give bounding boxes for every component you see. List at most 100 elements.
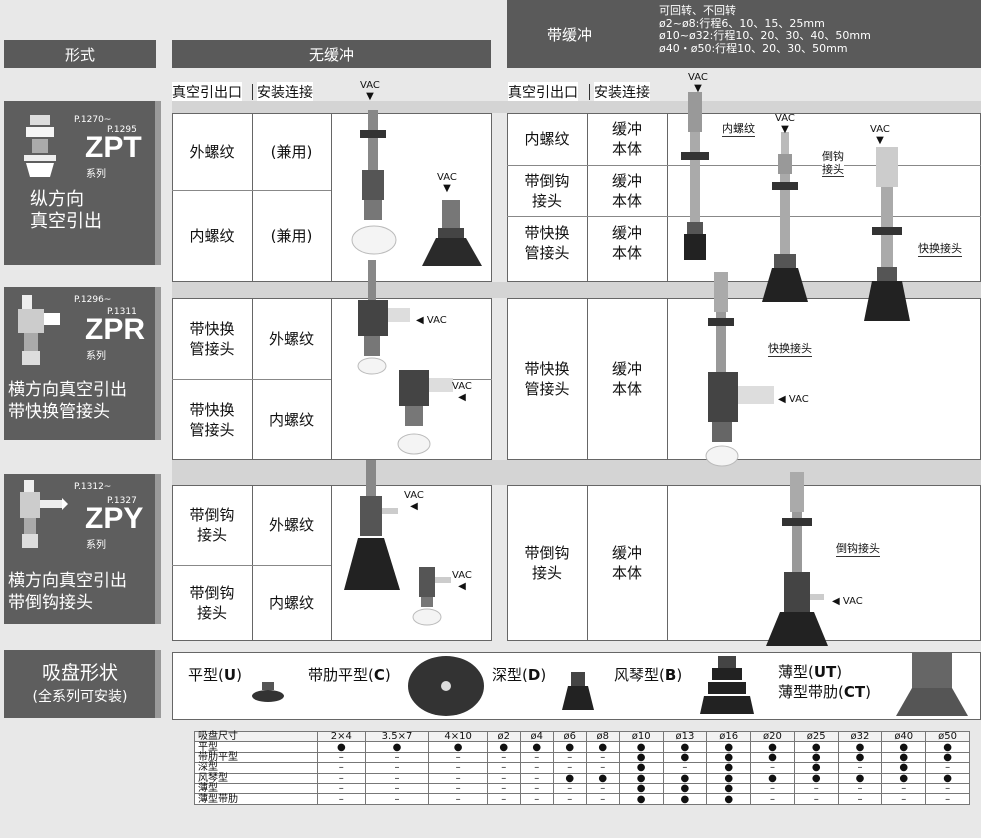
zpt-suffix: 系列 [86,169,106,180]
availability-dash: – [585,762,620,774]
buffer-note-line: 可回转、不回转 [659,4,736,17]
availability-dash: – [837,793,883,805]
availability-dash: – [925,762,970,774]
availability-dot: ● [618,782,664,795]
availability-dash: – [428,772,488,784]
pad-type-code: CT [843,683,866,701]
zpy-nb-port-0: 带倒钩 接头 [189,506,235,544]
vac-label: VAC▼ [870,124,890,146]
availability-dash: – [428,762,488,774]
vac-label: VAC▼ [688,72,708,94]
zpt-b-port-0: 内螺纹 [524,130,570,148]
table-row-label: 风琴型 [194,772,318,784]
zpt-nb-port-1: 内螺纹 [189,227,235,245]
zpy-nb-mount-1: 内螺纹 [268,594,314,612]
availability-dash: – [519,762,554,774]
availability-dash: – [486,772,521,784]
availability-dot: ● [552,741,587,753]
availability-dot: ● [793,741,839,753]
pad-type-code: U [223,666,237,684]
availability-dot: ● [837,751,883,764]
availability-dot: ● [925,772,970,784]
table-header-cell: ø50 [925,730,970,743]
table-row-label: 薄型 [194,782,318,795]
pad-type-thin: 薄型(UT) 薄型带肋(CT) [778,662,871,702]
availability-dash: – [881,782,927,795]
availability-dash: – [750,793,795,805]
series-zpt[interactable]: P.1270~ P.1295 ZPT 系列 纵方向 真空引出 [4,101,156,265]
availability-dash: – [925,782,970,795]
buffer-note-line: ø10~ø32:行程10、20、30、40、50mm [659,29,871,42]
subheader-vacuum-port-b: 真空引出口 [508,82,578,103]
availability-dash: – [428,782,488,795]
availability-dash: – [793,793,839,805]
buffer-note-line: ø40・ø50:行程10、20、30、50mm [659,41,848,55]
header-no-buffer: 无缓冲 [172,40,491,68]
availability-dot: ● [706,782,752,795]
availability-dot: ● [662,751,708,764]
zpr-code: ZPR [85,313,145,346]
pad-shape-title: 吸盘形状 [41,662,118,684]
zpy-product-icon [20,480,68,548]
availability-dash: – [486,793,521,805]
availability-dash: – [881,793,927,805]
vac-label: VAC▼ [437,172,457,194]
zpr-desc-line: 横方向真空引出 [8,380,127,400]
vac-text: VAC [775,113,795,124]
series-zpy[interactable]: P.1312~ P.1327 ZPY 系列 横方向真空引出 带倒钩接头 [4,474,156,624]
vac-arrow-icon: ◀ [832,596,840,607]
availability-dash: – [364,762,430,774]
vac-label: VAC◀ [452,381,472,403]
pad-shape-block: 吸盘形状 (全系列可安装) [4,650,156,718]
vac-text: VAC [870,124,890,135]
availability-dash: – [552,762,587,774]
zpt-desc: 纵方向 真空引出 [30,189,102,233]
availability-dash: – [662,762,708,774]
zpy-desc-line: 横方向真空引出 [8,571,127,591]
availability-dot: ● [750,741,795,753]
table-header-cell: ø20 [750,730,795,743]
table-header-cell: ø2 [486,730,521,743]
pad-type-thin-line: 薄型(UT) [778,663,843,681]
availability-dash: – [837,782,883,795]
vac-text: VAC [452,570,472,581]
zpy-desc: 横方向真空引出 带倒钩接头 [8,570,127,614]
availability-dot: ● [793,772,839,784]
pad-type-name: 薄型 [778,663,809,681]
zpr-b-mount-0: 缓冲 本体 [611,360,642,398]
availability-dot: ● [585,772,620,784]
availability-dot: ● [618,762,664,774]
availability-dot: ● [618,793,664,805]
availability-dot: ● [881,772,927,784]
flat-pad-icon [252,682,284,702]
vac-arrow-icon: ◀ [416,315,424,326]
vac-text: VAC [452,381,472,392]
availability-dash: – [364,772,430,784]
availability-dot: ● [706,762,752,774]
table-header-cell: ø8 [585,730,620,743]
availability-dash: – [519,782,554,795]
table-row: 薄型–––––––●●●––––– [194,782,970,795]
series-zpr[interactable]: P.1296~ P.1311 ZPR 系列 横方向真空引出 带快换管接头 [4,287,156,440]
vac-label: ◀ VAC [416,315,447,326]
availability-dot: ● [585,741,620,753]
zpr-nb-mount-0: 外螺纹 [268,329,314,348]
pad-type-name: 平型 [188,666,219,684]
availability-dot: ● [837,772,883,784]
pad-type-code: C [373,666,385,684]
callout-female-thread: 内螺纹 [722,120,755,137]
vac-arrow-icon: ◀ [410,501,418,512]
header-buffer-block: 带缓冲 可回转、不回转 ø2~ø8:行程6、10、15、25mm ø10~ø32… [507,0,981,68]
availability-dash: – [750,782,795,795]
table-header-cell: ø25 [793,730,839,743]
vac-arrow-icon: ▼ [443,183,451,194]
zpr-nb-mount-1: 内螺纹 [268,410,314,429]
availability-dot: ● [428,741,488,753]
subheader-mount: 安装连接 [257,82,313,103]
availability-dash: – [317,782,366,795]
availability-dot: ● [364,741,430,753]
callout-barb2: 倒钩接头 [836,540,880,557]
vac-arrow-icon: ▼ [366,91,374,102]
thin-pad-icon [896,652,968,716]
